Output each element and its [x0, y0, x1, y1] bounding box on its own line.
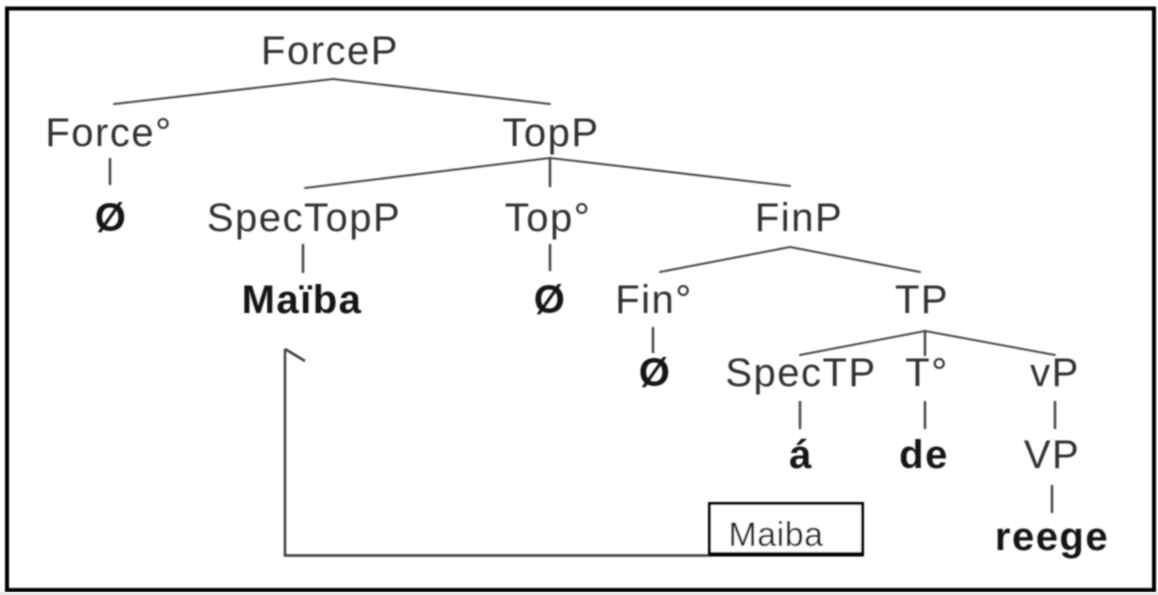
svg-text:Ø: Ø — [639, 351, 672, 395]
svg-text:Top°: Top° — [505, 196, 592, 240]
svg-text:FinP: FinP — [755, 196, 843, 240]
svg-text:SpecTP: SpecTP — [725, 351, 876, 395]
svg-text:SpecTopP: SpecTopP — [207, 196, 401, 240]
svg-text:T°: T° — [905, 351, 948, 395]
svg-text:VP: VP — [1024, 433, 1080, 477]
svg-text:ForceP: ForceP — [261, 29, 399, 73]
svg-text:vP: vP — [1030, 351, 1080, 395]
svg-text:Maiba: Maiba — [728, 516, 823, 554]
svg-text:TP: TP — [895, 278, 949, 322]
svg-text:Force°: Force° — [45, 111, 172, 155]
svg-text:á: á — [789, 433, 813, 477]
svg-text:Ø: Ø — [534, 278, 567, 322]
svg-text:Fin°: Fin° — [615, 278, 693, 322]
svg-text:reege: reege — [995, 515, 1109, 559]
svg-text:Ø: Ø — [95, 196, 128, 240]
svg-text:Maïba: Maïba — [242, 278, 363, 322]
svg-text:TopP: TopP — [502, 111, 599, 155]
svg-text:de: de — [899, 433, 949, 477]
